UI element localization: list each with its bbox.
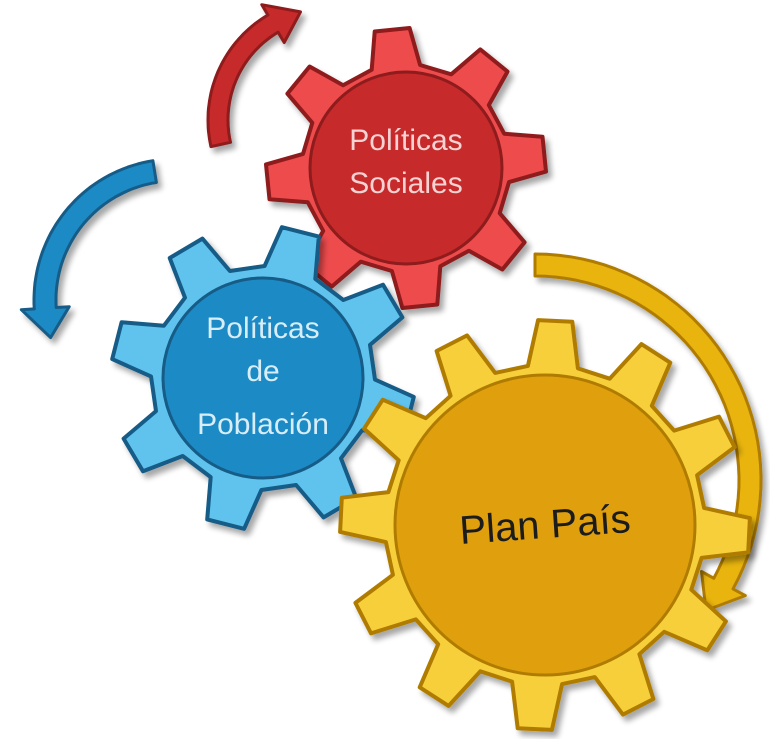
gear-politicas-sociales-line-1: Políticas: [349, 124, 462, 157]
gear-politicas-sociales-line-2: Sociales: [349, 167, 462, 200]
gear-politicas-de-poblacion: Políticas de Población: [110, 225, 416, 531]
blue-curved-arrow: [19, 159, 158, 340]
gear-politicas-sociales: Políticas Sociales: [264, 26, 548, 310]
gear-politicas-de-poblacion-line-2: de: [246, 355, 279, 388]
gear-politicas-de-poblacion-line-3: Población: [197, 408, 329, 441]
gear-plan-pais: Plan País: [338, 318, 752, 732]
gear-politicas-de-poblacion-line-1: Políticas: [206, 312, 319, 345]
red-curved-arrow: [206, 3, 302, 149]
gold-curved-arrow: [533, 252, 763, 612]
